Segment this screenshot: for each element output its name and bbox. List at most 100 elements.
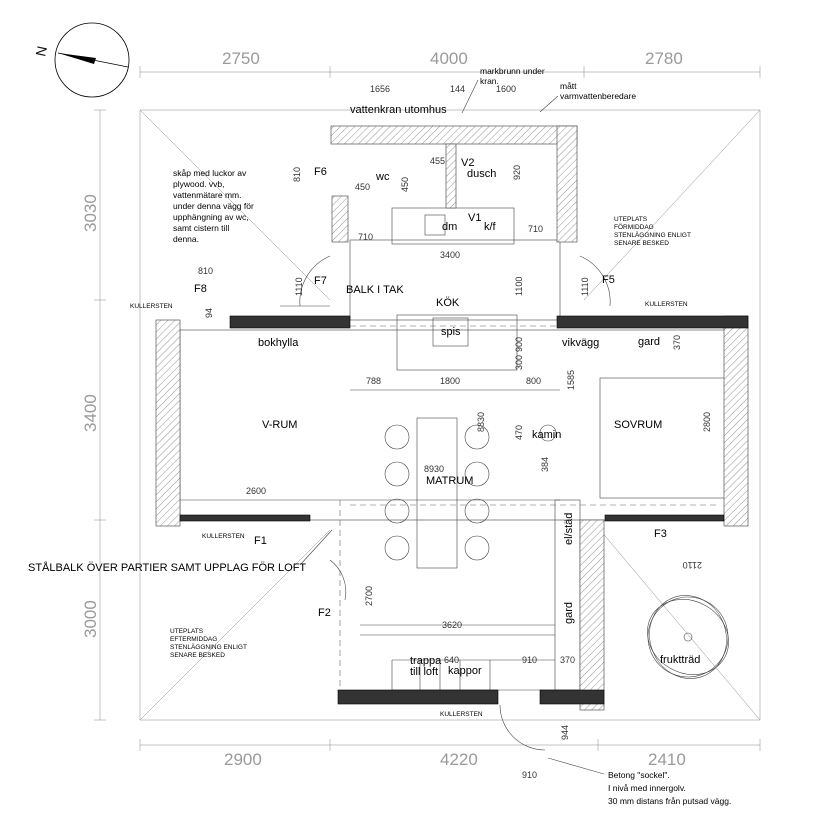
note-uteplats-em-4: SENARE BESKED [170,652,225,659]
room-kappor: kappor [448,665,482,677]
dim-788: 788 [366,376,381,386]
room-kf: k/f [484,221,497,233]
dim-8930: 8930 [424,464,444,474]
door-tags: F1 F2 F3 F5 F6 F7 F8 V1 V2 [194,157,667,619]
dim-left-top: 3030 [81,194,100,232]
note-kullersten-1: KULLERSTEN [130,303,173,310]
dim-2800: 2800 [702,412,712,432]
dining-chairs [384,424,490,561]
note-betong-1: Betong "sockel". [608,770,670,780]
door-V2: V2 [461,157,474,169]
dim-94: 94 [204,308,214,318]
dim-1600: 1600 [496,84,516,94]
note-skap-6: samt cistern till [173,223,229,233]
fruit-tree-icon [647,595,729,679]
dim-8830: 8830 [476,412,486,432]
dim-top-left: 2750 [222,49,260,68]
dim-1585: 1585 [566,370,576,390]
room-elstad: el/städ [563,513,575,545]
wall-bottom-wing [337,519,605,711]
dim-left-mid: 3400 [81,394,100,432]
dim-450b: 450 [400,177,410,192]
kamin-icon [539,424,557,442]
note-kullersten-2: KULLERSTEN [645,301,688,308]
dim-1800: 1800 [440,376,460,386]
dim-800: 800 [526,376,541,386]
dim-top-right: 2780 [645,49,683,68]
dim-470: 470 [514,425,524,440]
dim-450a: 450 [355,182,370,192]
door-F7: F7 [314,275,327,287]
room-fruktrad: fruktträd [660,654,700,666]
note-stalbalk: STÅLBALK ÖVER PARTIER SAMT UPPLAG FÖR LO… [28,561,306,574]
room-vikvagg: vikvägg [562,337,599,349]
dim-384: 384 [540,457,550,472]
room-kamin: kamin [532,429,561,441]
dim-1110b: 1110 [580,277,590,296]
note-skap-3: vattenmätare mm. [173,190,242,200]
dim-1656: 1656 [370,84,390,94]
interior-lines [179,207,726,691]
note-uteplats-em-1: UTEPLATS [170,628,204,635]
dim-1100: 1100 [514,277,524,296]
dim-710a: 710 [358,232,373,242]
note-kullersten-3: KULLERSTEN [202,533,245,540]
dim-710b: 710 [528,224,543,234]
dim-3620: 3620 [442,620,462,630]
dim-944: 944 [560,725,570,740]
note-uteplats-fm-4: SENARE BESKED [614,240,669,247]
wall-bathroom [330,125,578,243]
note-skap-1: skåp med luckor av [173,168,247,178]
note-kullersten-4: KULLERSTEN [440,711,483,718]
dim-top-mid: 4000 [430,49,468,68]
dim-1110a: 1110 [294,277,304,296]
room-gard-2: gard [563,602,575,624]
room-spis: spis [441,326,461,338]
wall-left-wing [155,315,351,527]
notes: markbrunn under kran. mått varmvattenber… [28,66,731,806]
room-dm: dm [442,221,457,233]
outer-dimension-lines [94,66,761,751]
dim-810a: 810 [292,167,302,182]
dim-left-bottom: 3000 [81,600,100,638]
dim-370b: 370 [560,655,575,665]
note-matt-1: mått [560,81,577,91]
door-F1: F1 [254,535,267,547]
room-vrum: V-RUM [262,419,297,431]
door-F2: F2 [318,607,331,619]
note-uteplats-em-2: EFTERMIDDAG [170,636,217,643]
dim-2110: 2110 [683,560,702,570]
room-dusch: dusch [467,168,496,180]
room-balk: BALK I TAK [346,284,404,296]
dim-bottom-left: 2900 [224,750,262,769]
door-F3: F3 [654,528,667,540]
dim-810b: 810 [198,266,213,276]
dim-bottom-right: 2410 [648,750,686,769]
dim-144: 144 [450,84,465,94]
dim-920: 920 [512,165,522,180]
inner-dimensions: 1656 144 1600 810 450 455 450 920 710 71… [198,84,712,780]
note-vattenkran: vattenkran utomhus [350,104,447,116]
note-skap-2: plywood. vvb, [173,179,225,189]
note-betong-3: 30 mm distans från putsad vägg. [608,796,731,806]
room-sovrum: SOVRUM [614,419,662,431]
note-uteplats-fm-2: FÖRMIDDAG [614,223,654,231]
room-kok: KÖK [436,297,460,309]
door-F6: F6 [314,166,327,178]
dashed-beam-lines [339,325,720,700]
room-trappa: trappa [410,655,442,667]
dim-900: 900 [514,337,524,352]
room-matrum: MATRUM [426,475,473,487]
door-F8: F8 [194,283,207,295]
room-labels: wc dusch dm k/f KÖK spis BALK I TAK bokh… [258,168,700,678]
north-label: N [32,45,50,58]
note-skap-5: upphängning av wc, [173,212,249,222]
note-uteplats-em-3: STENLÄGGNING ENLIGT [170,643,247,651]
door-F5: F5 [602,274,615,286]
note-matt-2: varmvattenberedare [560,91,636,101]
note-skap-7: denna. [173,234,199,244]
dim-640: 640 [444,655,459,665]
dim-300: 300 [514,355,524,370]
dim-370a: 370 [672,335,682,350]
